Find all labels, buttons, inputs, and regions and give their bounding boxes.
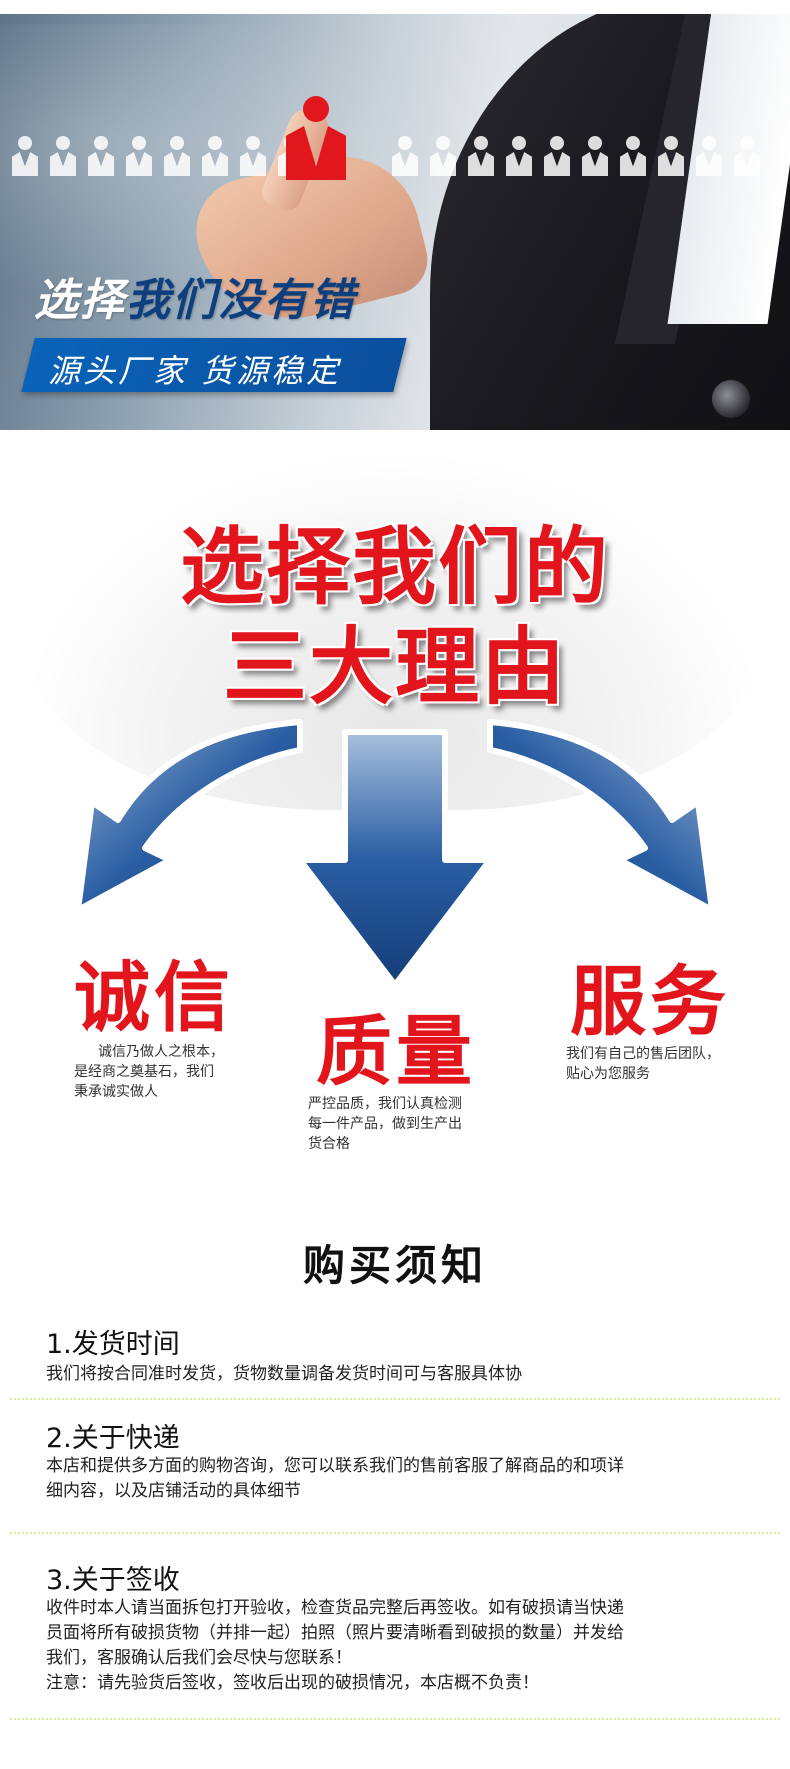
person-icon: [506, 136, 532, 176]
note-heading-courier: 2.关于快递: [46, 1423, 180, 1454]
reason-desc-line: 货合格: [308, 1136, 350, 1152]
reason-desc-service: 我们有自己的售后团队， 贴心为您服务: [566, 1044, 776, 1084]
reason-desc-integrity-cont: 是经商之奠基石，我们 秉承诚实做人: [74, 1062, 274, 1102]
reason-desc-quality: 严控品质，我们认真检测 每一件产品，做到生产出 货合格: [308, 1094, 508, 1154]
note-line: 我们，客服确认后我们会尽快与您联系！: [46, 1648, 352, 1668]
note-body-shipping-time: 我们将按合同准时发货，货物数量调备发货时间可与客服具体协: [46, 1362, 756, 1387]
reason-desc-integrity: 诚信乃做人之根本，: [98, 1042, 278, 1062]
right-arrow-icon: [487, 719, 715, 913]
reason-heading-service: 服务: [570, 957, 730, 1046]
note-line: 收件时本人请当面拆包打开验收，检查货品完整后再签收。如有破损请当快递: [46, 1598, 624, 1618]
reason-heading-integrity: 诚信: [74, 953, 234, 1042]
person-icon: [582, 136, 608, 176]
arrows-graphic: [75, 719, 715, 988]
note-line: 注意：请先验货后签收，签收后出现的破损情况，本店概不负责！: [46, 1673, 539, 1693]
divider: [10, 1398, 780, 1400]
center-arrow-icon: [297, 729, 493, 988]
reason-desc-line: 我们有自己的售后团队，: [566, 1046, 720, 1062]
left-arrow-icon: [75, 719, 303, 913]
note-heading-shipping-time: 1.发货时间: [46, 1329, 180, 1360]
note-line: 细内容，以及店铺活动的具体细节: [46, 1481, 301, 1501]
divider: [10, 1718, 780, 1720]
reason-desc-line: 秉承诚实做人: [74, 1084, 158, 1100]
note-line: 我们将按合同准时发货，货物数量调备发货时间可与客服具体协: [46, 1364, 522, 1384]
note-line: 员面将所有破损货物（并排一起）拍照（照片要清晰看到破损的数量）并发给: [46, 1623, 624, 1643]
note-line: 本店和提供多方面的购物咨询，您可以联系我们的售前客服了解商品的和项详: [46, 1456, 624, 1476]
person-icon: [734, 136, 760, 176]
person-icon: [126, 136, 152, 176]
reasons-title-line1: 选择我们的: [179, 518, 610, 616]
note-heading-signing: 3.关于签收: [46, 1565, 180, 1596]
person-icon: [544, 136, 570, 176]
person-icon: [696, 136, 722, 176]
banner-title-part1: 选择: [34, 275, 126, 326]
people-icons-row: [0, 132, 790, 176]
person-icon: [50, 136, 76, 176]
reason-desc-line: 严控品质，我们认真检测: [308, 1096, 462, 1112]
suit-button: [712, 380, 750, 418]
banner-title: 选择我们没有错: [34, 264, 356, 328]
person-icon: [164, 136, 190, 176]
hero-banner: 选择我们没有错 源头厂家 货源稳定: [0, 14, 790, 430]
person-icon: [202, 136, 228, 176]
banner-title-part2: 我们没有错: [126, 275, 356, 326]
person-icon: [430, 136, 456, 176]
reason-desc-line: 贴心为您服务: [566, 1066, 650, 1082]
banner-strip-text: 源头厂家 货源稳定: [48, 352, 342, 390]
reason-desc-line: 每一件产品，做到生产出: [308, 1116, 462, 1132]
reasons-title-line2: 三大理由: [222, 618, 567, 716]
person-icon: [658, 136, 684, 176]
highlighted-person-icon: [286, 96, 346, 180]
person-icon: [88, 136, 114, 176]
reason-desc-line: 诚信乃做人之根本，: [98, 1044, 224, 1060]
note-body-courier: 本店和提供多方面的购物咨询，您可以联系我们的售前客服了解商品的和项详 细内容，以…: [46, 1454, 756, 1504]
person-icon: [12, 136, 38, 176]
divider: [10, 1532, 780, 1534]
reason-desc-line: 是经商之奠基石，我们: [74, 1064, 214, 1080]
person-icon: [392, 136, 418, 176]
three-reasons-section: 选择我们的 三大理由 诚信 诚信乃做: [0, 430, 790, 1190]
person-icon: [468, 136, 494, 176]
purchase-notes-title: 购买须知: [302, 1241, 487, 1290]
reason-heading-quality: 质量: [316, 1007, 476, 1096]
person-icon: [620, 136, 646, 176]
person-icon: [240, 136, 266, 176]
note-body-signing: 收件时本人请当面拆包打开验收，检查货品完整后再签收。如有破损请当快递 员面将所有…: [46, 1596, 756, 1696]
